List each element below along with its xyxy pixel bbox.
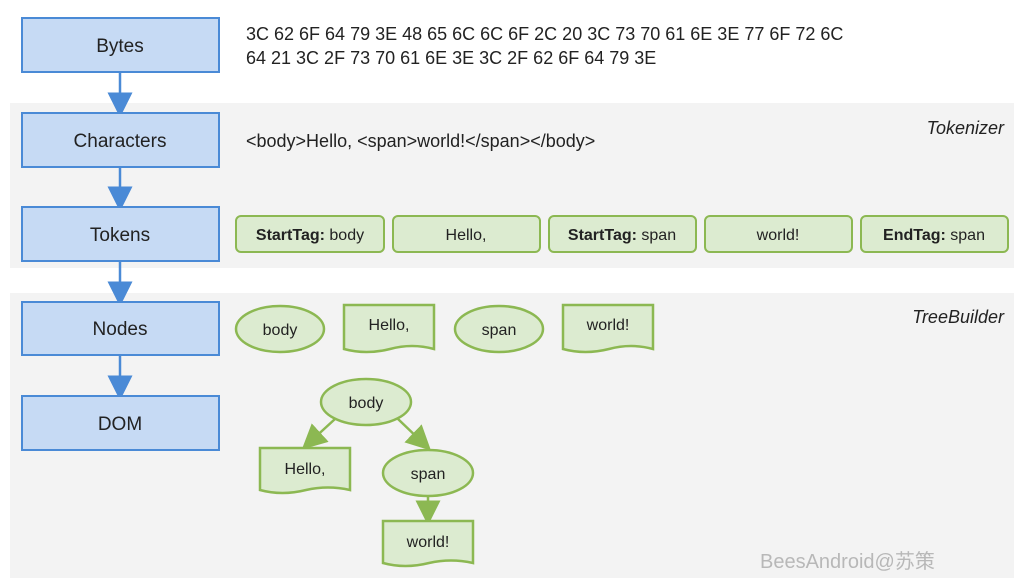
watermark: BeesAndroid@苏策 — [760, 550, 935, 573]
dom-node-hello — [258, 446, 352, 495]
node-text-world — [561, 303, 655, 354]
stage-characters — [21, 112, 220, 168]
treebuilder-label: TreeBuilder — [912, 307, 1005, 327]
token-text: Hello, — [446, 227, 487, 244]
token-text: StartTag: span — [568, 227, 676, 244]
dom-node-span — [381, 448, 475, 498]
token-box — [704, 215, 853, 253]
stage-label: Tokens — [90, 225, 150, 246]
node-element-body — [234, 304, 326, 354]
dom-label: Hello, — [285, 461, 326, 478]
characters-text: <body>Hello, <span>world!</span></body> — [246, 131, 595, 151]
token-box — [548, 215, 697, 253]
token-text: world! — [756, 227, 800, 244]
node-element-span — [453, 304, 545, 354]
token-box — [235, 215, 385, 253]
dom-node-world — [381, 519, 475, 568]
dom-label: world! — [406, 534, 450, 551]
stage-label: Characters — [74, 131, 167, 152]
stage-nodes — [21, 301, 220, 356]
node-label: Hello, — [369, 317, 410, 334]
stage-dom — [21, 395, 220, 451]
dom-label: span — [411, 466, 446, 483]
node-text-hello — [342, 303, 436, 354]
dom-label: body — [349, 395, 384, 412]
dom-node-body — [319, 377, 413, 427]
stage-label: Nodes — [93, 319, 148, 340]
token-text: StartTag: body — [256, 227, 364, 244]
bytes-line-2: 64 21 3C 2F 73 70 61 6E 3E 3C 2F 62 6F 6… — [246, 48, 656, 68]
node-label: body — [263, 322, 298, 339]
bytes-line-1: 3C 62 6F 64 79 3E 48 65 6C 6C 6F 2C 20 3… — [246, 24, 843, 44]
token-box — [392, 215, 541, 253]
token-box — [860, 215, 1009, 253]
stage-tokens — [21, 206, 220, 262]
stage-bytes — [21, 17, 220, 73]
token-text: EndTag: span — [883, 227, 985, 244]
node-label: world! — [586, 317, 630, 334]
tokenizer-label: Tokenizer — [927, 118, 1005, 138]
node-label: span — [482, 322, 517, 339]
stage-label: DOM — [98, 414, 142, 435]
stage-label: Bytes — [96, 36, 144, 57]
dom-edges — [301, 418, 441, 526]
